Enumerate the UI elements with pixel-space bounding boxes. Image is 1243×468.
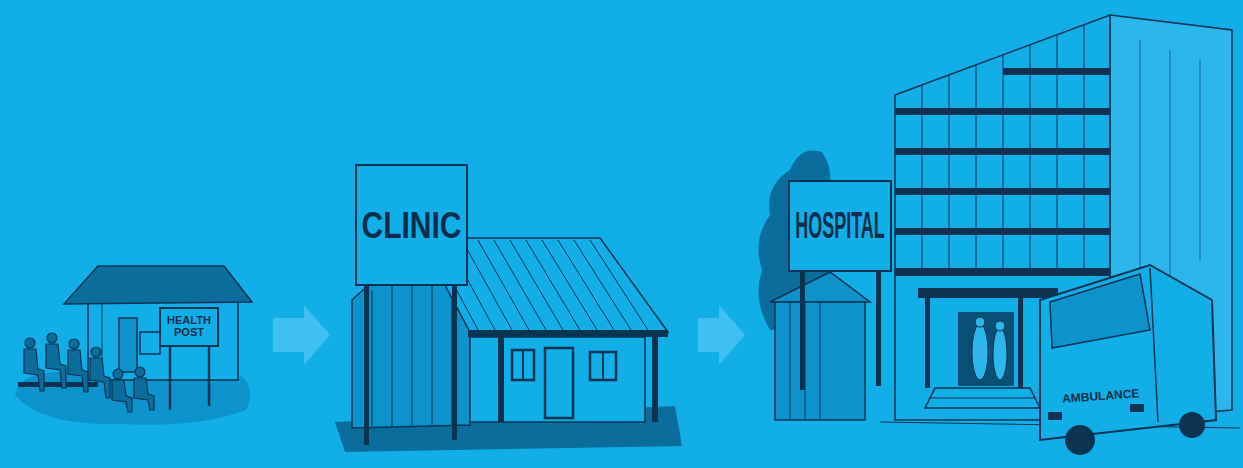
entrance-canopy [918, 288, 1058, 298]
window-bar [522, 350, 524, 380]
house-roof [64, 266, 252, 304]
ambulance-edge [1150, 268, 1158, 422]
sign-post [169, 340, 172, 410]
ambulance-body [1040, 265, 1216, 440]
floor-band [895, 148, 1110, 155]
ambulance-light [1130, 404, 1144, 412]
small-building-wall [775, 302, 865, 420]
person-head [135, 367, 145, 377]
house-window [140, 332, 160, 354]
sign-text: CLINIC [362, 205, 462, 244]
person-head [91, 347, 101, 357]
ambulance-wheel [1065, 425, 1095, 455]
sign-board: HEALTH POST [159, 307, 219, 347]
person-head [69, 339, 79, 349]
ambulance-windshield [1050, 274, 1150, 348]
window-bar [602, 352, 604, 380]
entrance-door [958, 312, 1014, 386]
waiting-people [24, 333, 154, 412]
person-body [24, 349, 44, 391]
porch-post [652, 337, 658, 422]
floor-band [1003, 68, 1110, 75]
person-body [68, 350, 88, 392]
sign-post [208, 340, 211, 406]
stage-area: HOSPITAL [750, 10, 1235, 455]
person-body [46, 344, 66, 388]
floor-band [895, 108, 1110, 115]
small-building-roof [770, 272, 870, 302]
person-body [112, 380, 132, 412]
ambulance-wheel [1179, 412, 1205, 438]
floor-band [895, 268, 1110, 276]
floor-band [895, 188, 1110, 195]
clinic-door [545, 348, 573, 418]
clinic-window [590, 352, 616, 380]
staff-head [995, 321, 1005, 331]
sign-post [876, 268, 881, 386]
house-door [119, 318, 137, 372]
sign-board: HOSPITAL [788, 180, 892, 272]
clinic-front-wall [470, 337, 645, 422]
stage-area: CLINIC [335, 150, 680, 450]
side-hatching [1140, 40, 1200, 300]
vehicle-label: AMBULANCE [1062, 386, 1140, 405]
sign-text: HOSPITAL [795, 207, 885, 245]
floor-band [895, 228, 1110, 235]
sign-text: HEALTH POST [164, 315, 214, 338]
sign-post [800, 268, 805, 390]
entrance-steps [925, 388, 1040, 408]
label-box: AMBULANCE [1061, 383, 1139, 406]
roof-eave [468, 330, 668, 337]
sign-board: CLINIC [355, 164, 468, 286]
staff-head [975, 317, 985, 327]
canopy-pillar [925, 298, 930, 388]
flow-arrow [698, 305, 745, 365]
person-body [134, 378, 154, 410]
sign-post [452, 282, 457, 440]
porch-post [498, 337, 504, 422]
person-body [90, 358, 110, 398]
clinic-window [512, 350, 534, 380]
canopy-pillar [1018, 298, 1023, 388]
sign-post [364, 282, 369, 445]
person-head [113, 369, 123, 379]
staff-figure [972, 324, 988, 380]
person-head [25, 338, 35, 348]
step-edge [930, 398, 1035, 399]
stage-area: HEALTH POST [10, 255, 255, 420]
staff-figure [993, 328, 1007, 380]
flow-arrow [273, 305, 330, 365]
person-head [47, 333, 57, 343]
house-wall [88, 298, 238, 380]
ambulance-light [1048, 412, 1062, 420]
